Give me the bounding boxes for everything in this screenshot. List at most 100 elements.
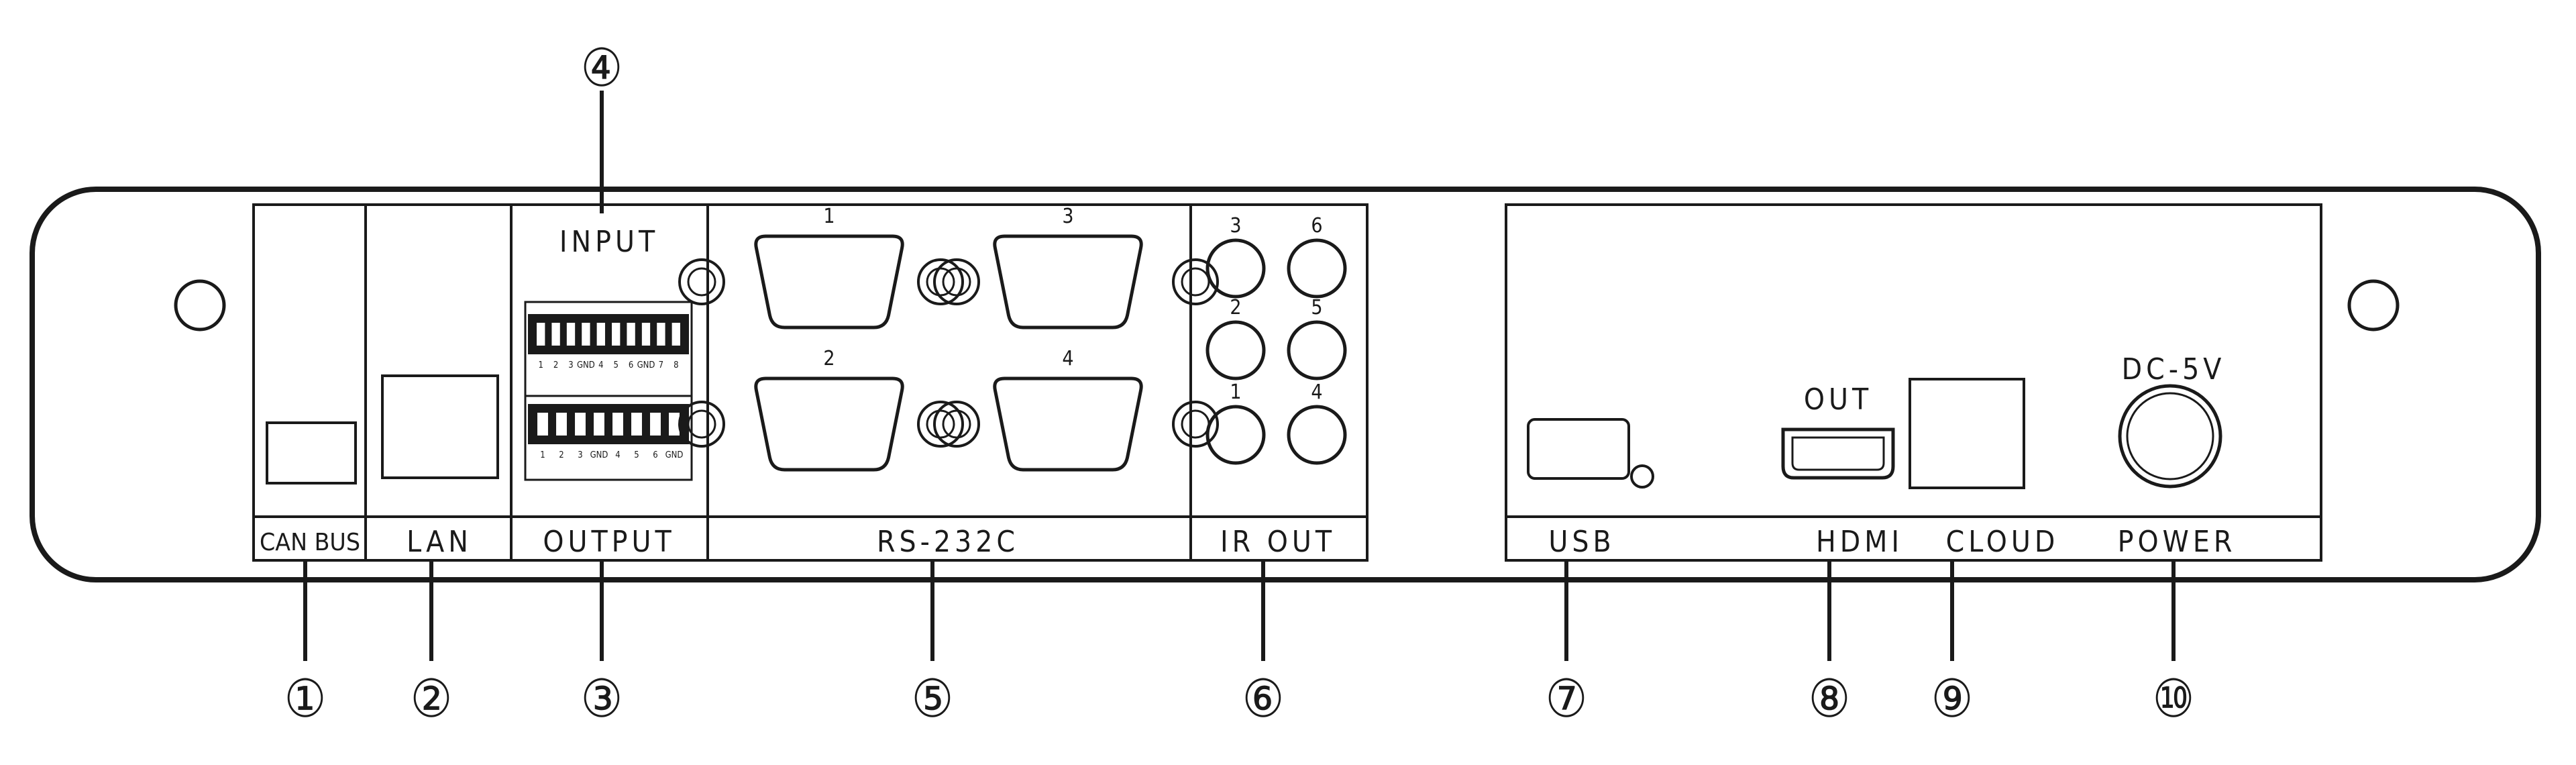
callout-lines [303,91,2176,661]
output-terminal-pin-label: 3 [578,450,582,460]
rs232c-port: 4 [917,347,1219,472]
callout-6: ⑥ [1242,669,1285,729]
label-lan: LAN [407,525,472,559]
mounting-hole-left [174,279,226,332]
lan-port [381,374,499,479]
output-terminal-pin [536,411,549,437]
output-terminal-pin [592,411,606,437]
label-can-bus: CAN BUS [260,529,360,556]
output-terminal-pin [649,411,662,437]
db9-shell [754,376,904,472]
ir-out-port: 5 [1287,296,1347,380]
output-terminal-pin-label: 1 [540,450,545,460]
output-terminal-pin-label: GND [590,450,608,460]
power-jack-inner [2126,392,2214,480]
rs232c-port: 2 [678,347,980,472]
callout-8: ⑧ [1809,669,1851,729]
ir-port-number: 2 [1230,296,1241,319]
hdmi-port [1781,427,1895,480]
input-terminal-pin [655,321,667,347]
ir-port-number: 5 [1311,296,1322,319]
usb-port [1527,418,1630,480]
callout-7: ⑦ [1546,669,1588,729]
input-terminal-pin-label: GND [637,360,655,370]
input-terminal-pin-label: 5 [613,360,618,370]
label-ir-out: IR OUT [1220,525,1336,559]
rs232c-port-number: 1 [823,205,835,228]
input-terminal-pin-label: 7 [659,360,663,370]
output-terminal-pin [574,411,587,437]
label-dc5v: DC-5V [2122,352,2226,387]
output-terminal-pin [555,411,568,437]
output-terminal-pin [630,411,643,437]
callout-10: ⑩ [2153,669,2195,729]
rs232c-port-number: 3 [1062,205,1073,228]
callout-4: ④ [581,38,623,99]
screw-post [1172,258,1219,305]
rs232c-port-number: 4 [1062,347,1073,370]
db9-shell [754,234,904,329]
rs232c-port: 1 [678,205,980,329]
power-jack-outer [2118,384,2222,489]
rs232c-port: 3 [917,205,1219,329]
label-hdmi-out: OUT [1804,382,1872,417]
panel-outline [30,187,2541,582]
label-input: INPUT [559,225,659,259]
ir-jack [1205,405,1266,465]
label-usb: USB [1548,525,1615,559]
usb-indicator [1630,464,1654,489]
label-hdmi: HDMI [1816,525,1903,559]
ir-port-number: 4 [1311,380,1322,404]
ir-port-number: 1 [1230,380,1241,404]
ir-out-port: 3 [1205,214,1266,299]
input-terminal-pin [535,321,547,347]
screw-post [917,401,964,448]
ir-out-port: 1 [1205,380,1266,465]
input-terminal-pin-label: 6 [629,360,633,370]
input-terminal-pin [640,321,652,347]
input-terminal-pin-label: 3 [568,360,573,370]
output-terminal-pin-label: 2 [559,450,564,460]
ir-port-number: 3 [1230,214,1241,238]
can-bus-port [266,421,357,484]
callout-3: ③ [581,669,623,729]
rs232c-ports: 1 3 2 4 [678,205,1219,472]
label-cloud: CLOUD [1946,525,2059,559]
left-port-block [252,203,1368,562]
input-terminal-pin [595,321,606,347]
output-terminal-pin-label: 6 [653,450,657,460]
input-terminal-pin-label: 1 [538,360,543,370]
ir-jack [1205,320,1266,380]
ir-out-ports: 3 6 2 5 1 4 [1205,214,1347,465]
ir-jack [1287,238,1347,299]
input-terminal-pin [565,321,577,347]
cloud-port [1909,378,2025,489]
screw-post [933,258,980,305]
output-terminal-pin-label: 4 [615,450,620,460]
output-terminal-pin [611,411,625,437]
callout-1: ① [284,669,327,729]
input-terminal-pin [610,321,622,347]
input-terminal-pin-label: 4 [598,360,603,370]
input-terminal-pin-label: GND [577,360,595,370]
ir-jack [1287,405,1347,465]
ir-port-number: 6 [1311,214,1322,238]
output-terminal-pin-label: 5 [634,450,639,460]
rs232c-port-number: 2 [823,347,835,370]
ir-jack [1287,320,1347,380]
screw-post [678,401,725,448]
db9-shell [993,376,1143,472]
label-power: POWER [2118,525,2237,559]
ir-out-port: 4 [1287,380,1347,465]
mounting-hole-right [2347,279,2400,332]
ir-out-port: 2 [1205,296,1266,380]
terminal-block-output: 1 2 3 GND 4 5 6 GND [524,395,693,481]
callout-2: ② [411,669,453,729]
callout-5: ⑤ [912,669,954,729]
output-terminal-pin-label: GND [665,450,684,460]
label-output: OUTPUT [543,525,675,559]
input-terminal-pin [580,321,592,347]
input-terminal-pin [550,321,561,347]
